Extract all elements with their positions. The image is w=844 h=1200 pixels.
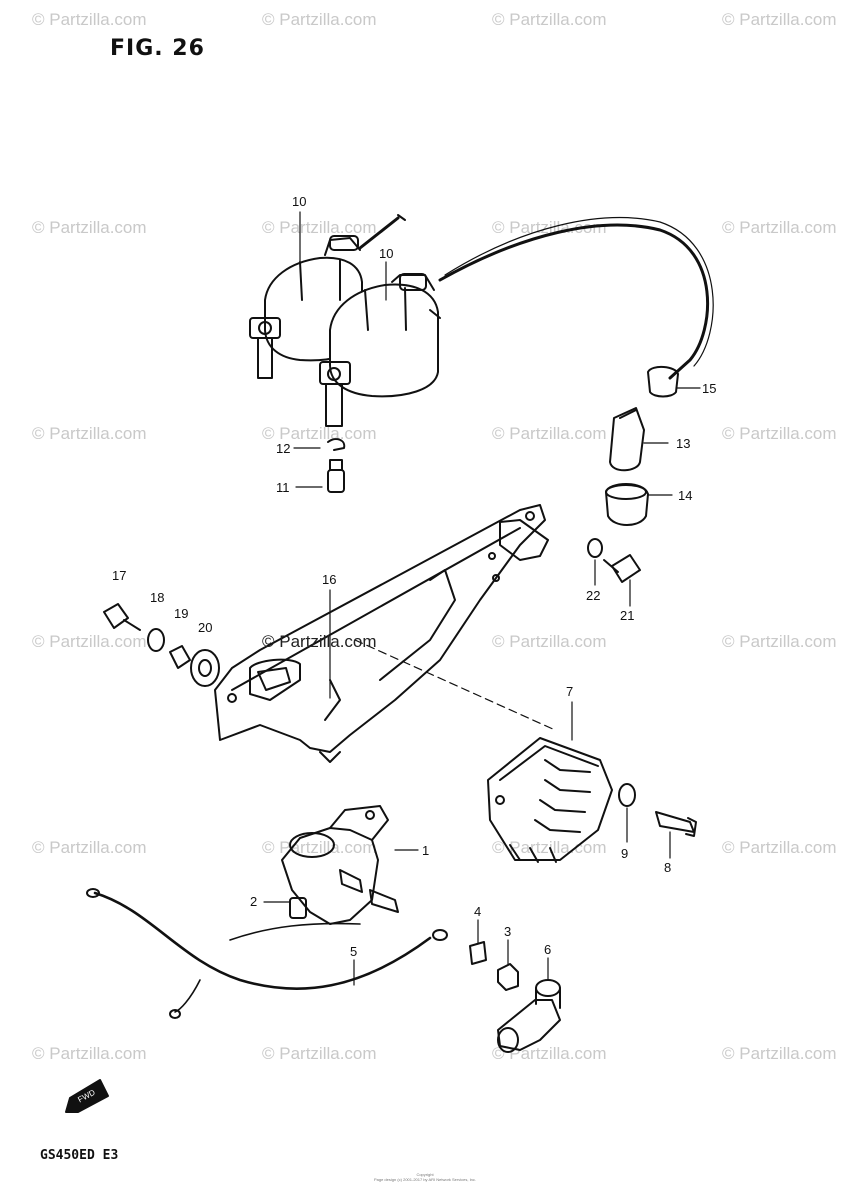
watermark: © Partzilla.com: [722, 632, 837, 651]
fwd-arrow-icon: [65, 1079, 109, 1113]
watermark: © Partzilla.com: [262, 10, 377, 29]
clip-12: [327, 438, 346, 451]
starter-relay-1: [281, 805, 399, 925]
center-watermark: © Partzilla.com: [262, 632, 377, 651]
callout-10[interactable]: 10: [379, 246, 394, 261]
callout-10[interactable]: 10: [292, 194, 307, 209]
callout-2[interactable]: 2: [250, 894, 258, 909]
callout-8[interactable]: 8: [664, 860, 672, 875]
bolt-2: [289, 897, 307, 919]
callout-6[interactable]: 6: [544, 942, 552, 957]
hightension-lead: [438, 223, 710, 380]
callout-5[interactable]: 5: [350, 944, 358, 959]
watermark: © Partzilla.com: [32, 218, 147, 237]
collar-19: [169, 645, 191, 669]
copyright-line: Page design (c) 2001-2017 by ARI Network…: [373, 1177, 477, 1182]
callout-16[interactable]: 16: [322, 572, 337, 587]
watermark: © Partzilla.com: [722, 1044, 837, 1063]
callout-14[interactable]: 14: [678, 488, 693, 503]
callout-21[interactable]: 21: [620, 608, 635, 623]
figure-label: FIG. 26: [110, 36, 205, 61]
seal-15: [647, 366, 679, 398]
copyright-line: Copyright: [416, 1172, 434, 1177]
copyright-notice: Copyright Page design (c) 2001-2017 by A…: [360, 1172, 490, 1182]
nut-3: [497, 963, 519, 991]
watermark: © Partzilla.com: [32, 1044, 147, 1063]
model-code: GS450ED E3: [40, 1148, 119, 1163]
watermark: © Partzilla.com: [32, 424, 147, 443]
callout-7[interactable]: 7: [566, 684, 574, 699]
watermark: © Partzilla.com: [722, 424, 837, 443]
washer-22: [587, 538, 603, 558]
bracket-16: [214, 504, 549, 763]
ignition-coil-front: [319, 273, 441, 427]
watermark: © Partzilla.com: [492, 10, 607, 29]
watermark: © Partzilla.com: [32, 838, 147, 857]
callout-17[interactable]: 17: [112, 568, 127, 583]
callout-11[interactable]: 11: [276, 480, 290, 495]
washer-4: [469, 941, 487, 965]
watermark: © Partzilla.com: [492, 424, 607, 443]
watermark: © Partzilla.com: [32, 10, 147, 29]
cushion-20: [190, 649, 220, 687]
plug-cap-13: [609, 407, 645, 472]
callout-19[interactable]: 19: [174, 606, 189, 621]
washer-9: [618, 783, 636, 807]
callout-4[interactable]: 4: [474, 904, 482, 919]
callout-9[interactable]: 9: [621, 846, 629, 861]
callout-18[interactable]: 18: [150, 590, 165, 605]
callout-15[interactable]: 15: [702, 381, 717, 396]
watermark: © Partzilla.com: [262, 424, 377, 443]
bolt-8: [655, 811, 697, 837]
watermark: © Partzilla.com: [32, 632, 147, 651]
callout-12[interactable]: 12: [276, 441, 291, 456]
watermark: © Partzilla.com: [722, 838, 837, 857]
callout-3[interactable]: 3: [504, 924, 512, 939]
callout-20[interactable]: 20: [198, 620, 213, 635]
regulator-7: [487, 737, 613, 863]
watermark: © Partzilla.com: [722, 218, 837, 237]
watermark: © Partzilla.com: [492, 632, 607, 651]
cable-5: [93, 891, 432, 990]
cover-6: [497, 979, 561, 1053]
bolt-17: [103, 603, 141, 631]
bolt-21: [603, 554, 641, 583]
callout-13[interactable]: 13: [676, 436, 691, 451]
bolt-11: [327, 459, 345, 493]
watermark: © Partzilla.com: [262, 218, 377, 237]
callout-1[interactable]: 1: [422, 843, 430, 858]
washer-18: [147, 628, 165, 652]
watermark: © Partzilla.com: [262, 1044, 377, 1063]
boot-14: [605, 483, 649, 526]
watermark: © Partzilla.com: [722, 10, 837, 29]
callout-22[interactable]: 22: [586, 588, 601, 603]
